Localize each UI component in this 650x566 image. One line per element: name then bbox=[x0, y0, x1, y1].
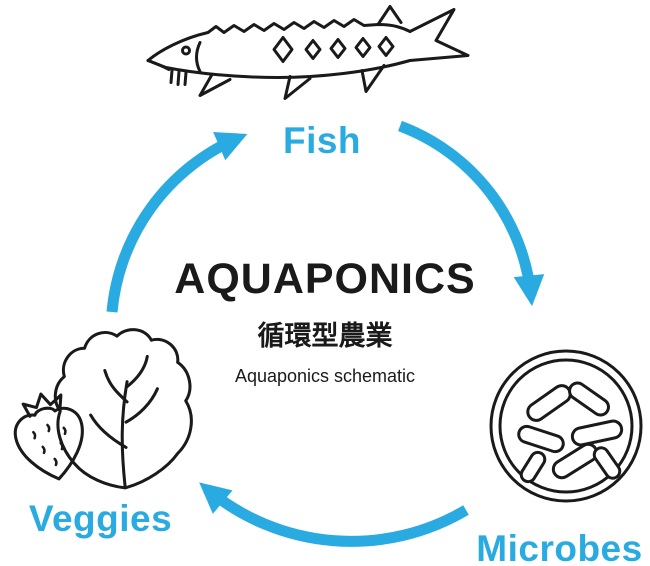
bacteria-rods bbox=[517, 381, 624, 484]
fish-tail bbox=[408, 8, 470, 62]
fish-gill bbox=[195, 41, 202, 73]
microbes-label: Microbes bbox=[476, 528, 643, 566]
strawberry-crown bbox=[21, 392, 63, 418]
fish-belly bbox=[146, 59, 412, 79]
fish-label: Fish bbox=[282, 120, 362, 161]
lettuce-vein-main bbox=[120, 380, 129, 488]
arrow-veggies-to-fish bbox=[106, 132, 248, 313]
strawberry-seeds bbox=[32, 423, 67, 467]
fish-fin-pectoral bbox=[198, 73, 232, 97]
arrow-microbes-to-veggies bbox=[199, 482, 469, 547]
fish-mouth bbox=[146, 59, 171, 71]
fish-diamonds bbox=[272, 36, 395, 63]
diagram-subtitle-english: Aquaponics schematic bbox=[234, 366, 416, 386]
fish-fin-ventral bbox=[283, 75, 312, 100]
arrow-fish-to-microbes bbox=[398, 120, 545, 307]
diagram-subtitle-japanese: 循環型農業 bbox=[257, 321, 393, 351]
fish-fin-anal bbox=[360, 64, 386, 93]
fish-body bbox=[146, 18, 412, 62]
strawberry-body bbox=[13, 406, 84, 481]
veggies-label: Veggies bbox=[28, 498, 173, 539]
diagram-title: AQUAPONICS bbox=[174, 255, 476, 303]
lettuce-icon bbox=[46, 326, 198, 498]
center-text-block: AQUAPONICS 循環型農業 Aquaponics schematic bbox=[125, 255, 525, 386]
dish-outer-circle bbox=[489, 349, 643, 503]
fish-eye bbox=[181, 45, 191, 56]
lettuce-outline bbox=[53, 328, 193, 490]
fish-fin-dorsal bbox=[376, 5, 403, 26]
microbes-icon bbox=[487, 347, 645, 505]
dish-inner-circle bbox=[498, 358, 634, 494]
fish-icon bbox=[138, 2, 478, 118]
strawberry-icon bbox=[4, 386, 96, 488]
